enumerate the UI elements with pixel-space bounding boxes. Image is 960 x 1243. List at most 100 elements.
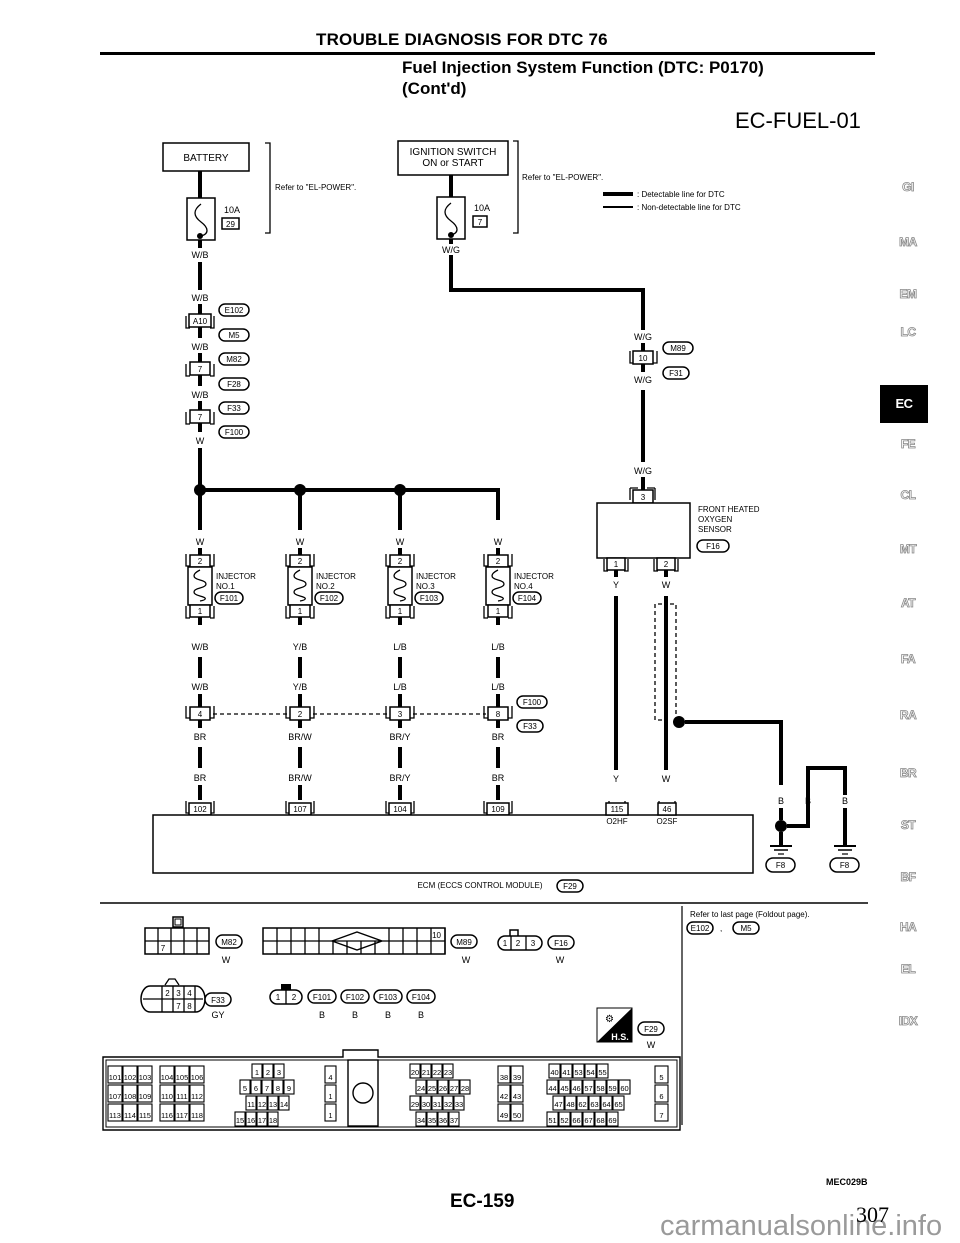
connector-tag: E102 <box>225 306 244 315</box>
ecm-pin <box>431 1095 443 1111</box>
wire-color: W/G <box>634 332 652 342</box>
wire-color: Y/B <box>293 682 308 692</box>
ecm-terminal-label: O2SF <box>657 817 678 826</box>
connector-tag: F102 <box>320 594 339 603</box>
connector-pin: 7 <box>176 1002 181 1011</box>
ecm-pin <box>654 1103 669 1122</box>
page-subtitle: Fuel Injection System Function (DTC: P01… <box>402 57 764 99</box>
connector-pin: 2 <box>664 560 669 569</box>
sensor-label: SENSOR <box>698 525 732 534</box>
ecm-pin <box>600 1095 613 1111</box>
connector-tag: M89 <box>670 344 686 353</box>
ground-icon <box>770 845 792 855</box>
connector-pin: 7 <box>198 365 203 374</box>
ecm-pin-number: 6 <box>254 1084 258 1093</box>
connector-pin: 115 <box>611 805 624 814</box>
ecm-pin <box>159 1103 175 1122</box>
ecm-pin <box>654 1065 669 1084</box>
connector-pin: 3 <box>641 493 646 502</box>
ecm-pin <box>570 1079 583 1095</box>
tab-ec[interactable]: EC <box>880 385 928 423</box>
wire-color: W/B <box>192 293 209 303</box>
ecm-pin <box>606 1079 619 1095</box>
connector-tag: F104 <box>412 993 431 1002</box>
ground-circuit: B B B F8 F8 <box>765 766 860 873</box>
tab-idx[interactable]: IDX <box>898 1014 918 1029</box>
battery-fuse <box>186 197 216 241</box>
ecm-pin <box>510 1103 524 1122</box>
ecm-body <box>152 814 754 874</box>
ecm-pin <box>426 1079 438 1095</box>
connector-pin: 2 <box>165 989 170 998</box>
ecm-pin <box>189 1103 205 1122</box>
ecm-pin <box>122 1103 138 1122</box>
connector-tag: F16 <box>554 939 568 948</box>
wire-color: L/B <box>491 682 505 692</box>
connector-pin: 3 <box>176 989 181 998</box>
tab-cl[interactable]: CL <box>900 488 916 503</box>
connector-pin: 2 <box>298 710 303 719</box>
ecm-pin <box>122 1084 138 1103</box>
battery-label: BATTERY <box>183 153 229 164</box>
connector-pin: 10 <box>639 354 648 363</box>
ecm-pin <box>409 1095 421 1111</box>
tab-br[interactable]: BR <box>899 766 917 781</box>
ecm-pin <box>256 1095 268 1111</box>
connector-pin: 1 <box>614 560 619 569</box>
ecm-pin-number: 18 <box>269 1116 277 1125</box>
ecm-pin-number: 52 <box>560 1116 568 1125</box>
ecm-pin <box>189 1065 205 1084</box>
ecm-pin-number: 48 <box>566 1100 574 1109</box>
ecm-pin <box>612 1095 625 1111</box>
connector-tag: F100 <box>225 428 244 437</box>
tab-em[interactable]: EM <box>899 287 917 302</box>
ecm-pin-number: 54 <box>586 1068 594 1077</box>
connector-tag: F104 <box>518 594 537 603</box>
tab-ha[interactable]: HA <box>899 920 917 935</box>
tab-gi[interactable]: GI <box>902 180 915 195</box>
tab-el[interactable]: EL <box>900 962 916 977</box>
ecm-pin <box>584 1063 597 1079</box>
ecm-pin-number: 111 <box>176 1092 187 1101</box>
ecm-pin <box>546 1079 559 1095</box>
tab-fa[interactable]: FA <box>900 652 916 667</box>
ecm-pin <box>510 1065 524 1084</box>
connector-tag: F101 <box>313 993 332 1002</box>
tab-ma[interactable]: MA <box>899 235 918 250</box>
tab-fe[interactable]: FE <box>900 437 916 452</box>
ecm-pin-number: 17 <box>258 1116 266 1125</box>
detectable-line-sample <box>603 192 633 196</box>
ignition-label-2: ON or START <box>422 158 483 169</box>
wire-color: Y <box>613 580 619 590</box>
ecm-pin <box>234 1111 246 1127</box>
connector-tag: F29 <box>644 1025 658 1034</box>
tab-bf[interactable]: BF <box>900 870 916 885</box>
tab-at[interactable]: AT <box>900 596 916 611</box>
ecm-pin <box>572 1063 585 1079</box>
connector-tag: M82 <box>226 355 242 364</box>
ecm-pin <box>420 1095 432 1111</box>
ecm-pin-number: 43 <box>513 1092 521 1101</box>
ecm-pin <box>560 1063 573 1079</box>
ecm-pin-number: 63 <box>590 1100 598 1109</box>
connector-view-f29: ⚙ H.S. F29 W <box>596 1007 665 1050</box>
wire-color: W <box>396 537 405 547</box>
ecm-pin-number: 59 <box>608 1084 616 1093</box>
ecm-pin-number: 62 <box>578 1100 586 1109</box>
injector-number: NO.4 <box>514 582 533 591</box>
tab-st[interactable]: ST <box>900 818 916 833</box>
tab-mt[interactable]: MT <box>899 542 917 557</box>
connector-tag: F29 <box>563 882 577 891</box>
tab-lc[interactable]: LC <box>900 325 916 340</box>
ecm-pin <box>137 1065 153 1084</box>
tab-ra[interactable]: RA <box>899 708 917 723</box>
subtitle-line-2: (Cont'd) <box>402 79 467 98</box>
connector-tag: M89 <box>456 938 472 947</box>
ecm-pin <box>107 1103 123 1122</box>
ecm-pin <box>409 1063 421 1079</box>
ecm-pin <box>174 1103 190 1122</box>
connector-pin: 107 <box>293 805 307 814</box>
subtitle-line-1: Fuel Injection System Function (DTC: P01… <box>402 58 764 77</box>
ecm-pin <box>245 1111 257 1127</box>
